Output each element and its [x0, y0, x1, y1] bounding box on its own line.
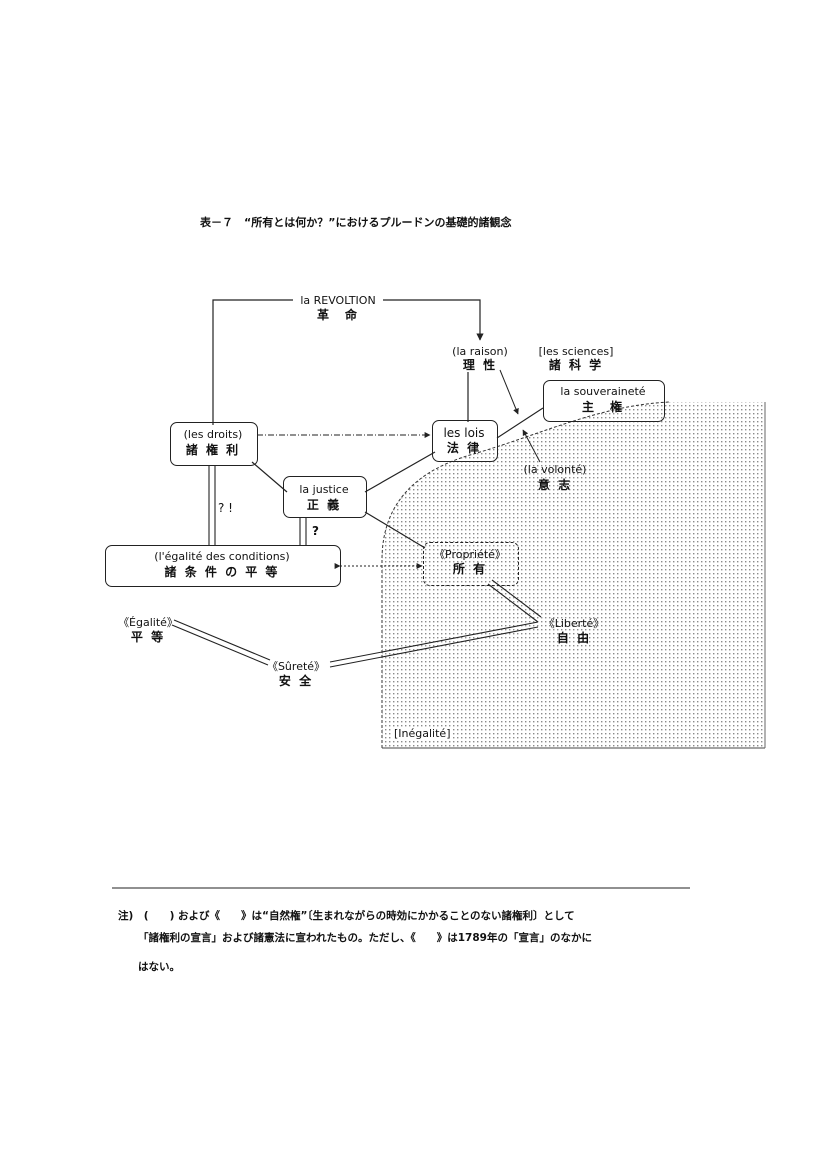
revolution-label-jp: 革 命: [316, 308, 359, 322]
footnote-line-1: 注) ( ) および《 》は“自然権”〔生まれながらの時効にかかることのない諸権…: [118, 910, 575, 922]
inegalite-boundary: [381, 401, 671, 748]
footnote-line-2: 「諸権利の宣言」および諸憲法に宣われたもの。ただし、《 》は1789年の「宣言」…: [138, 932, 592, 944]
sciences-label-jp: 諸 科 学: [548, 358, 604, 372]
justice-box: [283, 476, 367, 518]
inegalite-label: [Inégalité]: [392, 727, 453, 740]
raison-label: (la raison): [452, 345, 508, 358]
lois-label: les lois: [443, 426, 485, 440]
souverainete-label: la souveraineté: [560, 385, 646, 398]
figure-title: 表－７ “所有とは何か？”におけるプルードンの基礎的諸観念: [200, 216, 512, 229]
liberte-label-jp: 自 由: [556, 631, 592, 645]
inegalite-region: [382, 402, 765, 748]
surete-label-jp: 安 全: [278, 674, 314, 688]
egalite-conditions-label-jp: 諸 条 件 の 平 等: [164, 565, 280, 579]
egalite-label: 《Égalité》: [118, 616, 178, 629]
propriete-label: 《Propriété》: [434, 548, 506, 561]
egalite-conditions-label: (l'égalité des conditions): [154, 550, 290, 563]
lois-label-jp: 法 律: [446, 441, 482, 455]
raison-label-jp: 理 性: [462, 358, 498, 372]
question-mark-2: ?: [312, 524, 319, 538]
droits-label: (les droits): [183, 428, 243, 441]
souverainete-label-jp: 主 権: [581, 400, 624, 414]
egalite-label-jp: 平 等: [130, 630, 166, 644]
souverainete-box: [543, 380, 665, 422]
propriete-label-jp: 所 有: [452, 562, 488, 576]
propriete-box: [423, 542, 519, 586]
egalite-conditions-box: [105, 545, 341, 587]
justice-label: la justice: [299, 483, 349, 496]
liberte-label: 《Liberté》: [543, 617, 605, 630]
footnote-line-3: はない。: [138, 961, 180, 973]
sciences-label: [les sciences]: [538, 345, 614, 358]
droits-box: [170, 422, 258, 466]
droits-label-jp: 諸 権 利: [185, 443, 241, 457]
revolution-label: la REVOLTION: [293, 294, 383, 307]
volonte-label: (la volonté): [523, 463, 587, 476]
question-mark-1: ? !: [218, 501, 233, 515]
justice-label-jp: 正 義: [306, 498, 342, 512]
surete-label: 《Sûreté》: [266, 660, 326, 673]
volonte-label-jp: 意 志: [537, 478, 573, 492]
lois-box: [432, 420, 498, 462]
